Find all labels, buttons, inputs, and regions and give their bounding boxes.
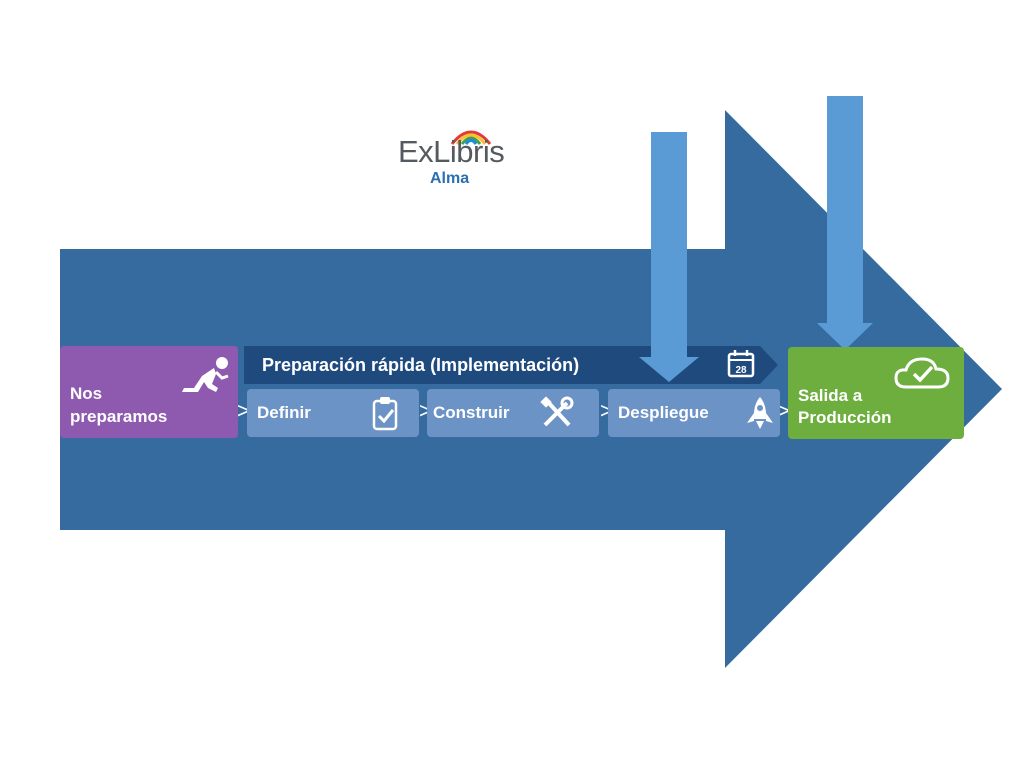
quick-preparation-banner: Preparación rápida (Implementación) 28 [244,346,776,384]
banner-arrow [244,346,778,384]
separator-1: > [237,398,250,423]
step-build-label: Construir [433,403,510,422]
phase-prepare-box: Nos preparamos [60,346,238,438]
calendar-icon: 28 [727,350,755,378]
step-define-box: Definir [247,389,419,437]
separator-4: > [777,398,790,423]
phase-go-live-box: Salida a Producción [788,347,964,439]
step-deploy-label: Despliegue [618,403,709,422]
rocket-icon [747,397,773,429]
phase-go-live-label: Salida a Producción [798,386,892,427]
step-deploy-box: Despliegue [608,389,780,437]
clipboard-check-icon [372,397,398,431]
logo-brand-text: ExLibris [398,134,505,169]
exlibris-alma-logo: ExLibris Alma [396,122,516,192]
tools-icon [540,396,574,427]
phase-prepare-label: Nos preparamos [70,384,168,426]
step-define-label: Definir [257,403,311,422]
quick-preparation-label: Preparación rápida (Implementación) [262,355,580,375]
logo-arc-icon [450,130,492,145]
pointer-arrow-salida [817,96,873,350]
crawling-person-icon [182,357,229,392]
cloud-check-icon [894,357,950,389]
pointer-arrow-despliegue [639,132,699,382]
logo-product-text: Alma [430,170,470,187]
step-build-box: Construir [427,389,599,437]
calendar-day-text: 28 [735,365,747,376]
